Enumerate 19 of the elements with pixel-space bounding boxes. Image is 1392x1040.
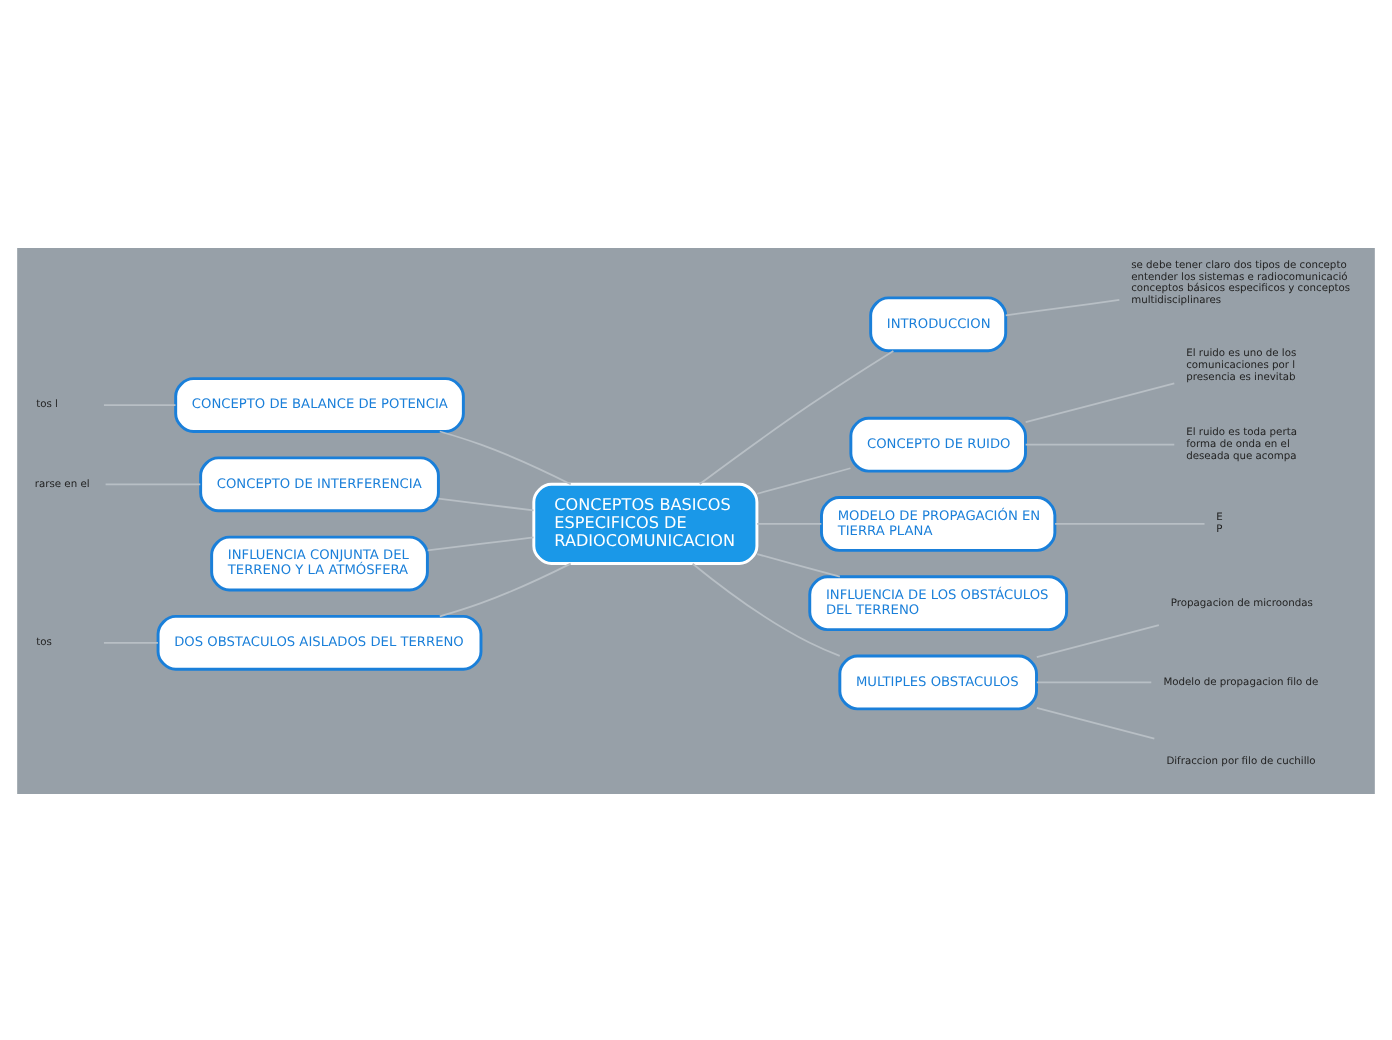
connector	[103, 403, 177, 405]
connector	[437, 496, 535, 511]
connector	[438, 429, 572, 485]
connector	[1024, 381, 1176, 423]
connector	[756, 466, 852, 494]
connector	[104, 482, 202, 485]
connector	[756, 522, 823, 524]
connector	[698, 349, 895, 484]
connector	[1024, 442, 1176, 445]
connector	[1054, 522, 1206, 524]
connector	[1004, 298, 1121, 316]
connector	[438, 561, 572, 617]
connector	[756, 552, 841, 577]
connector	[1035, 706, 1156, 739]
connector	[103, 640, 159, 643]
connector	[1035, 623, 1160, 657]
connector	[1035, 680, 1153, 683]
connector	[691, 561, 841, 656]
connector	[426, 535, 535, 551]
